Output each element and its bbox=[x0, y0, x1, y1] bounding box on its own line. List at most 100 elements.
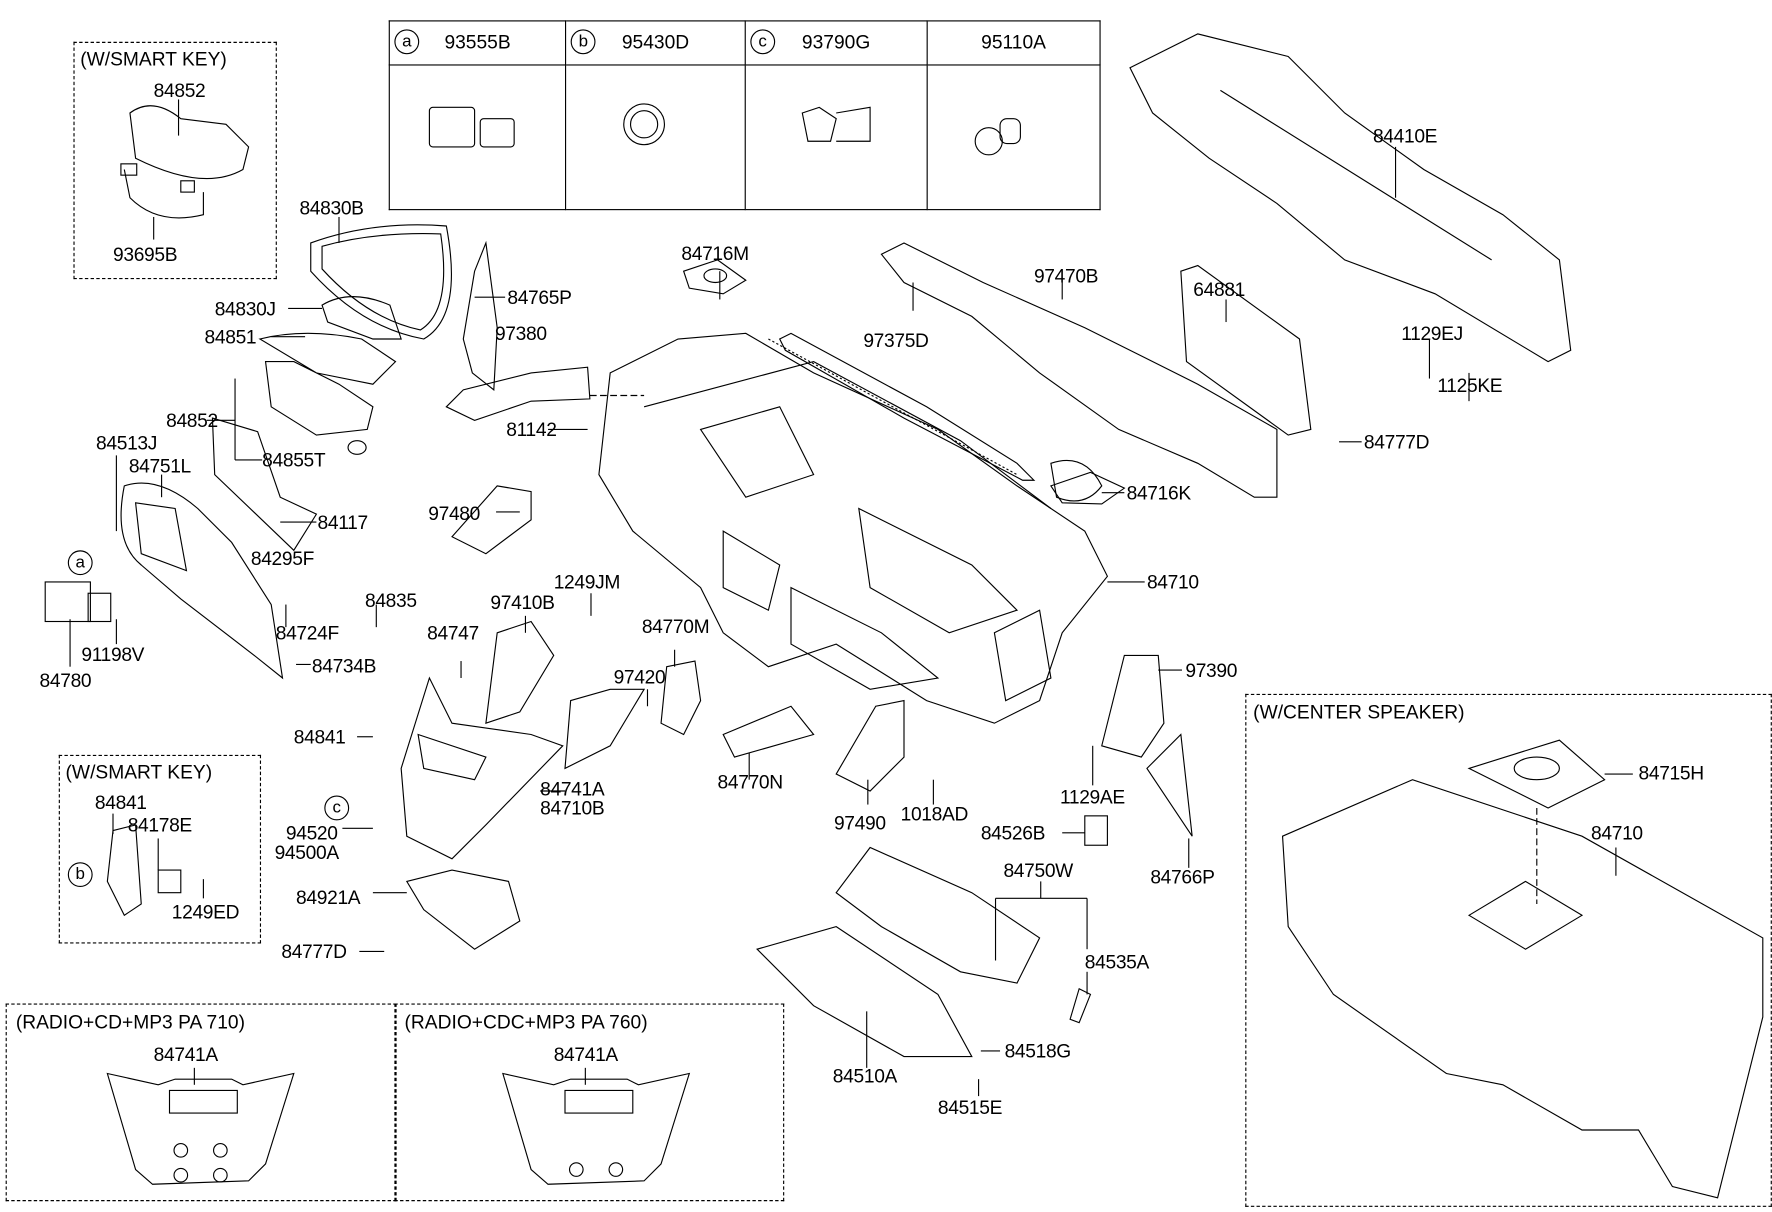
part-label[interactable]: 97375D bbox=[863, 329, 929, 352]
part-label[interactable]: 84851 bbox=[204, 326, 257, 349]
legend-part[interactable]: 95110A bbox=[981, 31, 1046, 54]
speaker-mount-drawing bbox=[1467, 880, 1584, 950]
marker-a: a bbox=[67, 550, 93, 576]
marker-b: b bbox=[570, 29, 596, 55]
knob bbox=[568, 1162, 584, 1177]
part-label[interactable]: 97390 bbox=[1185, 659, 1238, 682]
smart-key-drawing bbox=[120, 105, 250, 219]
part-label[interactable]: 84513J bbox=[96, 432, 158, 455]
legend-part[interactable]: 93555B bbox=[444, 31, 511, 54]
part-label[interactable]: 84777D bbox=[1363, 431, 1430, 454]
part-label[interactable]: 94520 bbox=[285, 822, 338, 845]
part-label[interactable]: 84710 bbox=[1146, 571, 1199, 594]
knob bbox=[608, 1162, 624, 1177]
part-label[interactable]: 84841 bbox=[293, 726, 346, 749]
main-duct-drawing bbox=[880, 242, 1278, 498]
marker-a: a bbox=[394, 29, 420, 55]
storage-box-drawing bbox=[405, 869, 521, 950]
part-label[interactable]: 84526B bbox=[980, 822, 1046, 845]
part-label[interactable]: 84710B bbox=[540, 797, 605, 820]
part-label[interactable]: 84724F bbox=[275, 622, 339, 645]
legend-image-c bbox=[744, 64, 928, 211]
part-label[interactable]: 84830B bbox=[299, 197, 364, 220]
box-title: (W/SMART KEY) bbox=[65, 761, 213, 784]
lower-panel-drawing bbox=[120, 482, 284, 680]
knob bbox=[213, 1167, 228, 1183]
part-label[interactable]: 84780 bbox=[39, 670, 92, 692]
part-label[interactable]: 84855T bbox=[262, 449, 326, 472]
legend-part[interactable]: 95430D bbox=[621, 31, 690, 54]
part-label[interactable]: 97380 bbox=[494, 323, 547, 345]
part-label[interactable]: 84751L bbox=[128, 455, 191, 477]
bracket-drawing bbox=[1084, 815, 1108, 846]
part-label[interactable]: 97490 bbox=[833, 812, 886, 834]
fascia-cd-drawing bbox=[106, 1072, 295, 1185]
part-label[interactable]: 84765P bbox=[507, 287, 572, 309]
part-label[interactable]: 84852 bbox=[166, 410, 218, 432]
knob bbox=[173, 1167, 189, 1183]
part-label[interactable]: 1249ED bbox=[171, 901, 240, 924]
knee-trim-drawing bbox=[660, 660, 815, 758]
part-label[interactable]: 84741A bbox=[553, 1044, 619, 1066]
grille-drawing bbox=[1180, 264, 1312, 436]
part-label[interactable]: 84830J bbox=[214, 298, 276, 320]
glove-box-drawing bbox=[756, 925, 973, 1058]
part-label[interactable]: 94500A bbox=[274, 841, 340, 864]
duct-right-drawing bbox=[1101, 654, 1165, 758]
part-label[interactable]: 84515E bbox=[937, 1097, 1003, 1119]
part-label[interactable]: 1018AD bbox=[900, 803, 969, 825]
part-label[interactable]: 84518G bbox=[1004, 1040, 1072, 1063]
part-label[interactable]: 84852 bbox=[153, 80, 206, 102]
part-label[interactable]: 84295F bbox=[250, 548, 314, 570]
speaker-hole bbox=[1513, 756, 1560, 781]
part-label[interactable]: 84734B bbox=[311, 655, 377, 677]
part-label[interactable]: 84921A bbox=[296, 887, 361, 909]
knob bbox=[173, 1142, 189, 1158]
vent-left-drawing bbox=[451, 485, 532, 555]
part-label[interactable]: 84741A bbox=[153, 1044, 219, 1066]
part-label[interactable]: 84510A bbox=[832, 1065, 898, 1088]
box-title: (RADIO+CD+MP3 PA 710) bbox=[15, 1011, 246, 1033]
part-label[interactable]: 1125KE bbox=[1437, 375, 1503, 397]
part-label[interactable]: 84777D bbox=[281, 941, 347, 963]
radio-cd-box: (RADIO+CD+MP3 PA 710) bbox=[5, 1003, 397, 1202]
part-label[interactable]: 91198V bbox=[81, 644, 145, 666]
part-label[interactable]: 97470B bbox=[1033, 265, 1099, 288]
part-label[interactable]: 84841 bbox=[94, 792, 147, 814]
part-label[interactable]: 97480 bbox=[428, 502, 481, 525]
part-label[interactable]: 84766P bbox=[1150, 866, 1215, 889]
part-label[interactable]: 97410B bbox=[490, 592, 555, 614]
part-label[interactable]: 1129EJ bbox=[1401, 323, 1463, 345]
part-label[interactable]: 84117 bbox=[317, 511, 369, 534]
knob bbox=[213, 1142, 228, 1158]
part-label[interactable]: 84835 bbox=[364, 589, 417, 612]
part-label[interactable]: 84715H bbox=[1638, 762, 1705, 785]
legend-part[interactable]: 93790G bbox=[801, 31, 871, 54]
plate-drawing bbox=[211, 417, 318, 552]
part-label[interactable]: 84535A bbox=[1084, 951, 1150, 973]
part-label[interactable]: 84770N bbox=[717, 771, 784, 794]
part-label[interactable]: 84716K bbox=[1126, 482, 1192, 504]
part-label[interactable]: 84747 bbox=[427, 622, 479, 645]
part-label[interactable]: 1249JM bbox=[553, 571, 621, 594]
part-label[interactable]: 93695B bbox=[113, 244, 178, 266]
part-label[interactable]: 81142 bbox=[506, 419, 557, 441]
part-label[interactable]: 84750W bbox=[1003, 859, 1073, 882]
marker-b: b bbox=[67, 862, 93, 888]
cluster-housing-drawing bbox=[258, 296, 402, 436]
part-label[interactable]: 84178E bbox=[127, 814, 193, 837]
speaker-grille-k-drawing bbox=[1050, 471, 1126, 505]
part-label[interactable]: 84716M bbox=[681, 242, 749, 265]
smart-key-box-bottom: (W/SMART KEY) bbox=[58, 754, 262, 944]
part-label[interactable]: 84710 bbox=[1591, 822, 1643, 845]
part-label[interactable]: 64881 bbox=[1193, 279, 1246, 301]
legend-cell-d: 95110A bbox=[926, 20, 1101, 66]
pad-drawing bbox=[87, 592, 112, 623]
part-label[interactable]: 84741A bbox=[540, 778, 605, 801]
part-label[interactable]: 97420 bbox=[613, 666, 666, 689]
part-label[interactable]: 1129AE bbox=[1059, 786, 1125, 808]
part-label[interactable]: 84410E bbox=[1372, 125, 1438, 147]
vent-right-drawing bbox=[835, 699, 905, 792]
part-label[interactable]: 84770M bbox=[641, 615, 710, 638]
